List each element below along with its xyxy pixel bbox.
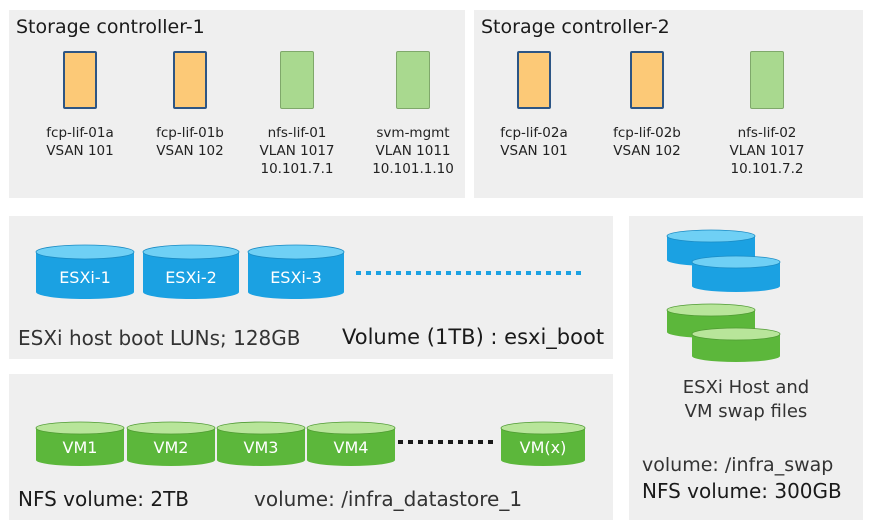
lif-name: fcp-lif-01a <box>46 125 114 141</box>
lif-svm-mgmt <box>396 51 430 109</box>
lif-vsan: VSAN 101 <box>46 143 114 159</box>
vm3-disk: VM3 <box>216 421 306 466</box>
controller-1-title: Storage controller-1 <box>16 16 205 38</box>
vm2-label: VM2 <box>154 438 189 457</box>
controller-2-title: Storage controller-2 <box>481 16 670 38</box>
lif-ip: 10.101.1.10 <box>372 161 454 177</box>
esxi-1-label: ESXi-1 <box>59 268 111 287</box>
esxi-3-label: ESXi-3 <box>270 268 322 287</box>
lif-label-nfs-02: nfs-lif-02 VLAN 1017 10.101.7.2 <box>712 124 822 178</box>
lif-ip: 10.101.7.1 <box>260 161 334 177</box>
datastore-nfs-size: NFS volume: 2TB <box>18 487 190 511</box>
vm1-disk: VM1 <box>35 421 125 466</box>
vm1-label: VM1 <box>63 438 98 457</box>
vmx-label: VM(x) <box>520 438 567 457</box>
lif-vsan: VSAN 102 <box>156 143 224 159</box>
swap-blue-disk-2 <box>691 255 781 292</box>
lif-label-fcp-01b: fcp-lif-01b VSAN 102 <box>135 124 245 160</box>
swap-caption-line1: ESXi Host and <box>682 377 810 398</box>
lif-vlan: VLAN 1017 <box>259 143 335 159</box>
lif-vsan: VSAN 101 <box>500 143 568 159</box>
vmx-disk: VM(x) <box>500 421 586 466</box>
lif-fcp-02a <box>517 51 551 109</box>
lif-label-svm-mgmt: svm-mgmt VLAN 1011 10.101.1.10 <box>358 124 468 178</box>
esxi-2-label: ESXi-2 <box>165 268 217 287</box>
lif-vlan: VLAN 1017 <box>729 143 805 159</box>
lif-name: fcp-lif-02b <box>613 125 681 141</box>
esxi-2-lun: ESXi-2 <box>142 244 240 299</box>
swap-nfs-size: NFS volume: 300GB <box>642 479 842 503</box>
vm2-disk: VM2 <box>126 421 216 466</box>
boot-lun-caption: ESXi host boot LUNs; 128GB <box>18 326 301 350</box>
swap-volume-label: volume: /infra_swap <box>642 454 834 476</box>
lif-label-nfs-01: nfs-lif-01 VLAN 1017 10.101.7.1 <box>242 124 352 178</box>
swap-caption-line2: VM swap files <box>684 401 808 422</box>
lif-name: fcp-lif-01b <box>156 125 224 141</box>
lif-fcp-01a <box>63 51 97 109</box>
lif-name: svm-mgmt <box>376 125 450 141</box>
lif-nfs-02 <box>750 51 784 109</box>
esxi-1-lun: ESXi-1 <box>35 244 135 299</box>
boot-volume-label: Volume (1TB) : esxi_boot <box>342 325 605 349</box>
swap-green-disk-2 <box>691 327 781 362</box>
lif-name: nfs-lif-02 <box>737 125 797 141</box>
lif-label-fcp-01a: fcp-lif-01a VSAN 101 <box>25 124 135 160</box>
lif-ip: 10.101.7.2 <box>730 161 804 177</box>
lif-vsan: VSAN 102 <box>613 143 681 159</box>
lif-nfs-01 <box>280 51 314 109</box>
lif-name: fcp-lif-02a <box>500 125 568 141</box>
lif-fcp-02b <box>630 51 664 109</box>
lif-label-fcp-02a: fcp-lif-02a VSAN 101 <box>479 124 589 160</box>
lif-vlan: VLAN 1011 <box>375 143 451 159</box>
esxi-3-lun: ESXi-3 <box>247 244 345 299</box>
vm4-label: VM4 <box>334 438 369 457</box>
vm4-disk: VM4 <box>306 421 396 466</box>
lif-name: nfs-lif-01 <box>267 125 327 141</box>
lif-fcp-01b <box>173 51 207 109</box>
lif-label-fcp-02b: fcp-lif-02b VSAN 102 <box>592 124 702 160</box>
datastore-volume-label: volume: /infra_datastore_1 <box>254 487 523 511</box>
vm3-label: VM3 <box>244 438 279 457</box>
